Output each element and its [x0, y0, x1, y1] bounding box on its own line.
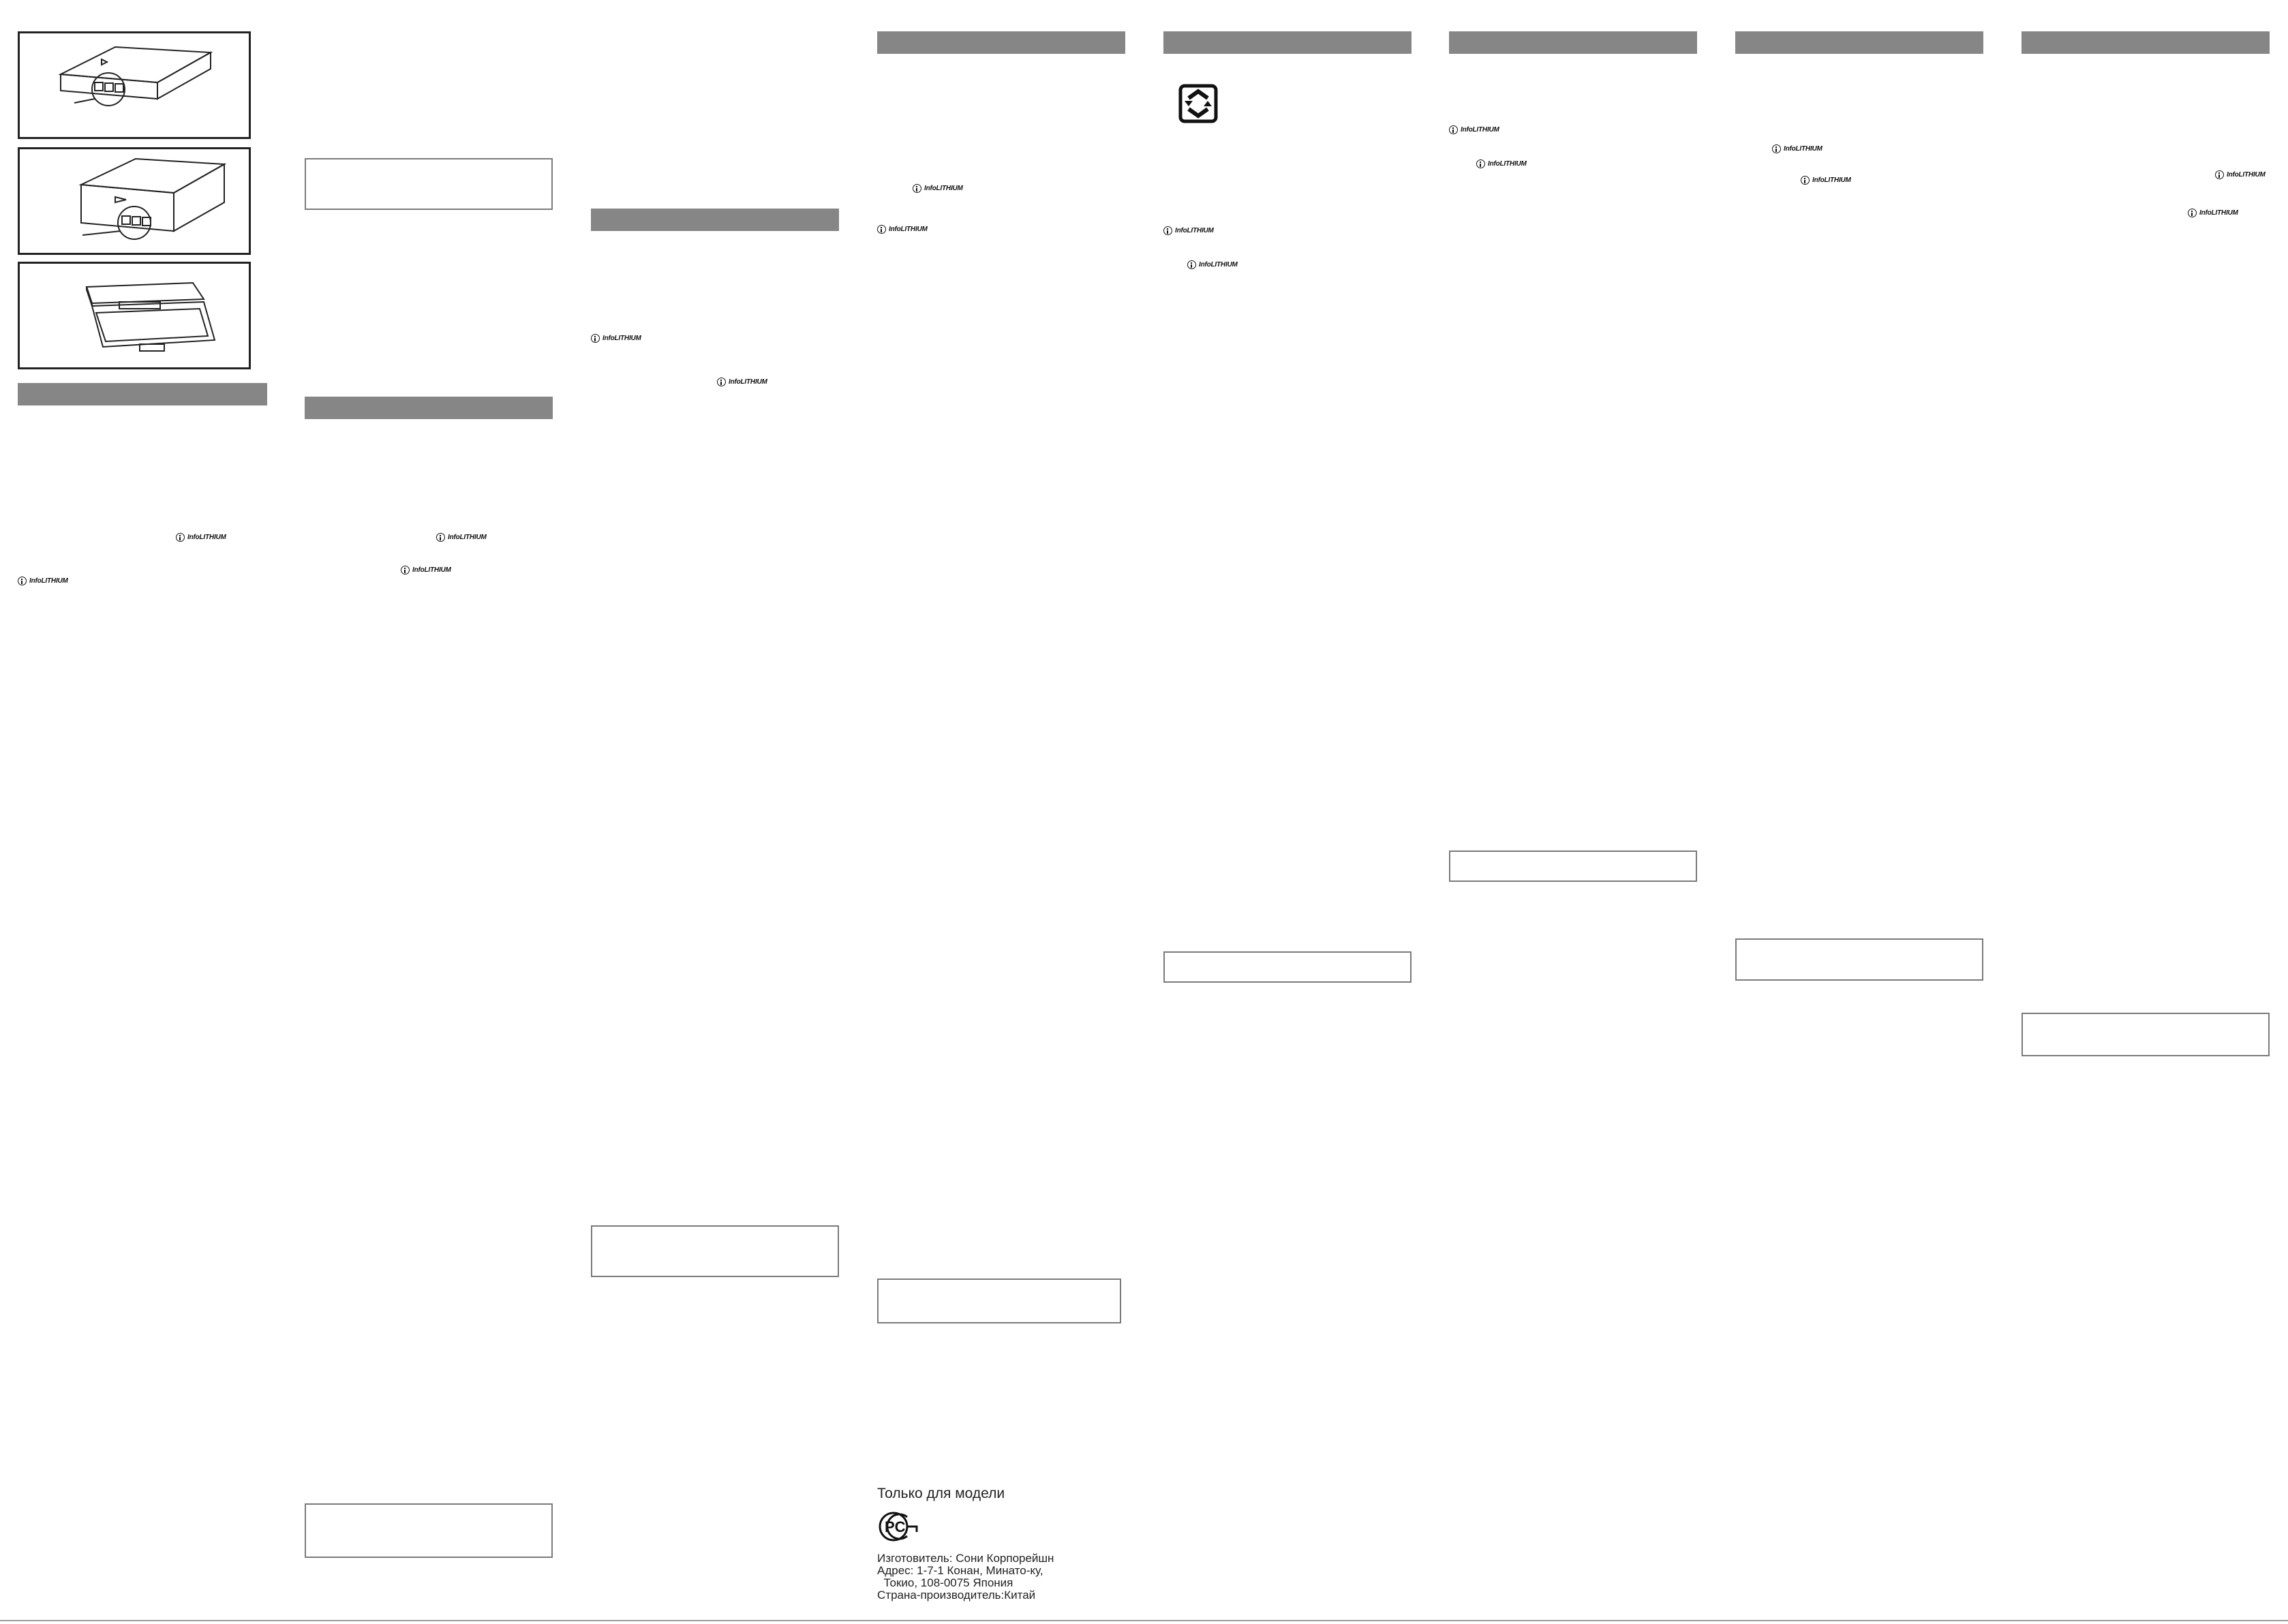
russia-model-title: Только для модели	[877, 1486, 1005, 1501]
note-box	[2022, 1013, 2270, 1056]
battery-figure-1	[18, 31, 251, 139]
infolithium-logo-icon: InfoLITHIUM	[1449, 125, 1499, 134]
note-box	[1735, 938, 1983, 981]
page-bottom-rule	[0, 1620, 2288, 1621]
battery-case-figure	[18, 262, 251, 369]
address-line-2: Токио, 108-0075 Япония	[877, 1576, 1013, 1589]
note-box	[305, 1503, 553, 1558]
gost-r-certification-icon: PC	[877, 1510, 919, 1543]
infolithium-logo-icon: InfoLITHIUM	[2188, 209, 2238, 217]
section-header-bar	[1735, 31, 1983, 54]
battery-recycling-icon	[1178, 83, 1219, 124]
battery-figure-2	[18, 147, 251, 255]
section-header-bar	[1449, 31, 1697, 54]
section-header-bar	[1163, 31, 1412, 54]
infolithium-logo-icon: InfoLITHIUM	[591, 334, 641, 343]
infolithium-logo-icon: InfoLITHIUM	[1187, 260, 1238, 269]
section-header-bar	[877, 31, 1125, 54]
note-box	[1163, 951, 1412, 983]
note-box	[1449, 851, 1697, 882]
infolithium-logo-icon: InfoLITHIUM	[877, 225, 928, 234]
infolithium-logo-icon: InfoLITHIUM	[176, 533, 226, 542]
address-line-1: Адрес: 1-7-1 Конан, Минато-ку,	[877, 1564, 1043, 1577]
note-box	[591, 1225, 839, 1277]
infolithium-logo-icon: InfoLITHIUM	[913, 184, 963, 193]
manufacturer-line: Изготовитель: Сони Корпорейшн	[877, 1552, 1054, 1565]
infolithium-logo-icon: InfoLITHIUM	[1801, 176, 1851, 185]
section-header-bar	[2022, 31, 2270, 54]
svg-text:PC: PC	[885, 1518, 906, 1535]
infolithium-logo-icon: InfoLITHIUM	[401, 566, 451, 574]
note-box	[877, 1278, 1121, 1323]
infolithium-logo-icon: InfoLITHIUM	[1163, 226, 1214, 235]
infolithium-logo-icon: InfoLITHIUM	[18, 577, 68, 585]
infolithium-logo-icon: InfoLITHIUM	[717, 378, 767, 386]
infolithium-logo-icon: InfoLITHIUM	[2215, 170, 2266, 179]
country-of-origin-line: Страна-производитель:Китай	[877, 1589, 1036, 1602]
section-header-bar	[305, 397, 553, 419]
section-header-bar	[591, 209, 839, 231]
infolithium-logo-icon: InfoLITHIUM	[1476, 159, 1527, 168]
infolithium-logo-icon: InfoLITHIUM	[436, 533, 487, 542]
note-box	[305, 158, 553, 210]
infolithium-logo-icon: InfoLITHIUM	[1772, 144, 1822, 153]
section-header-bar	[18, 383, 267, 405]
